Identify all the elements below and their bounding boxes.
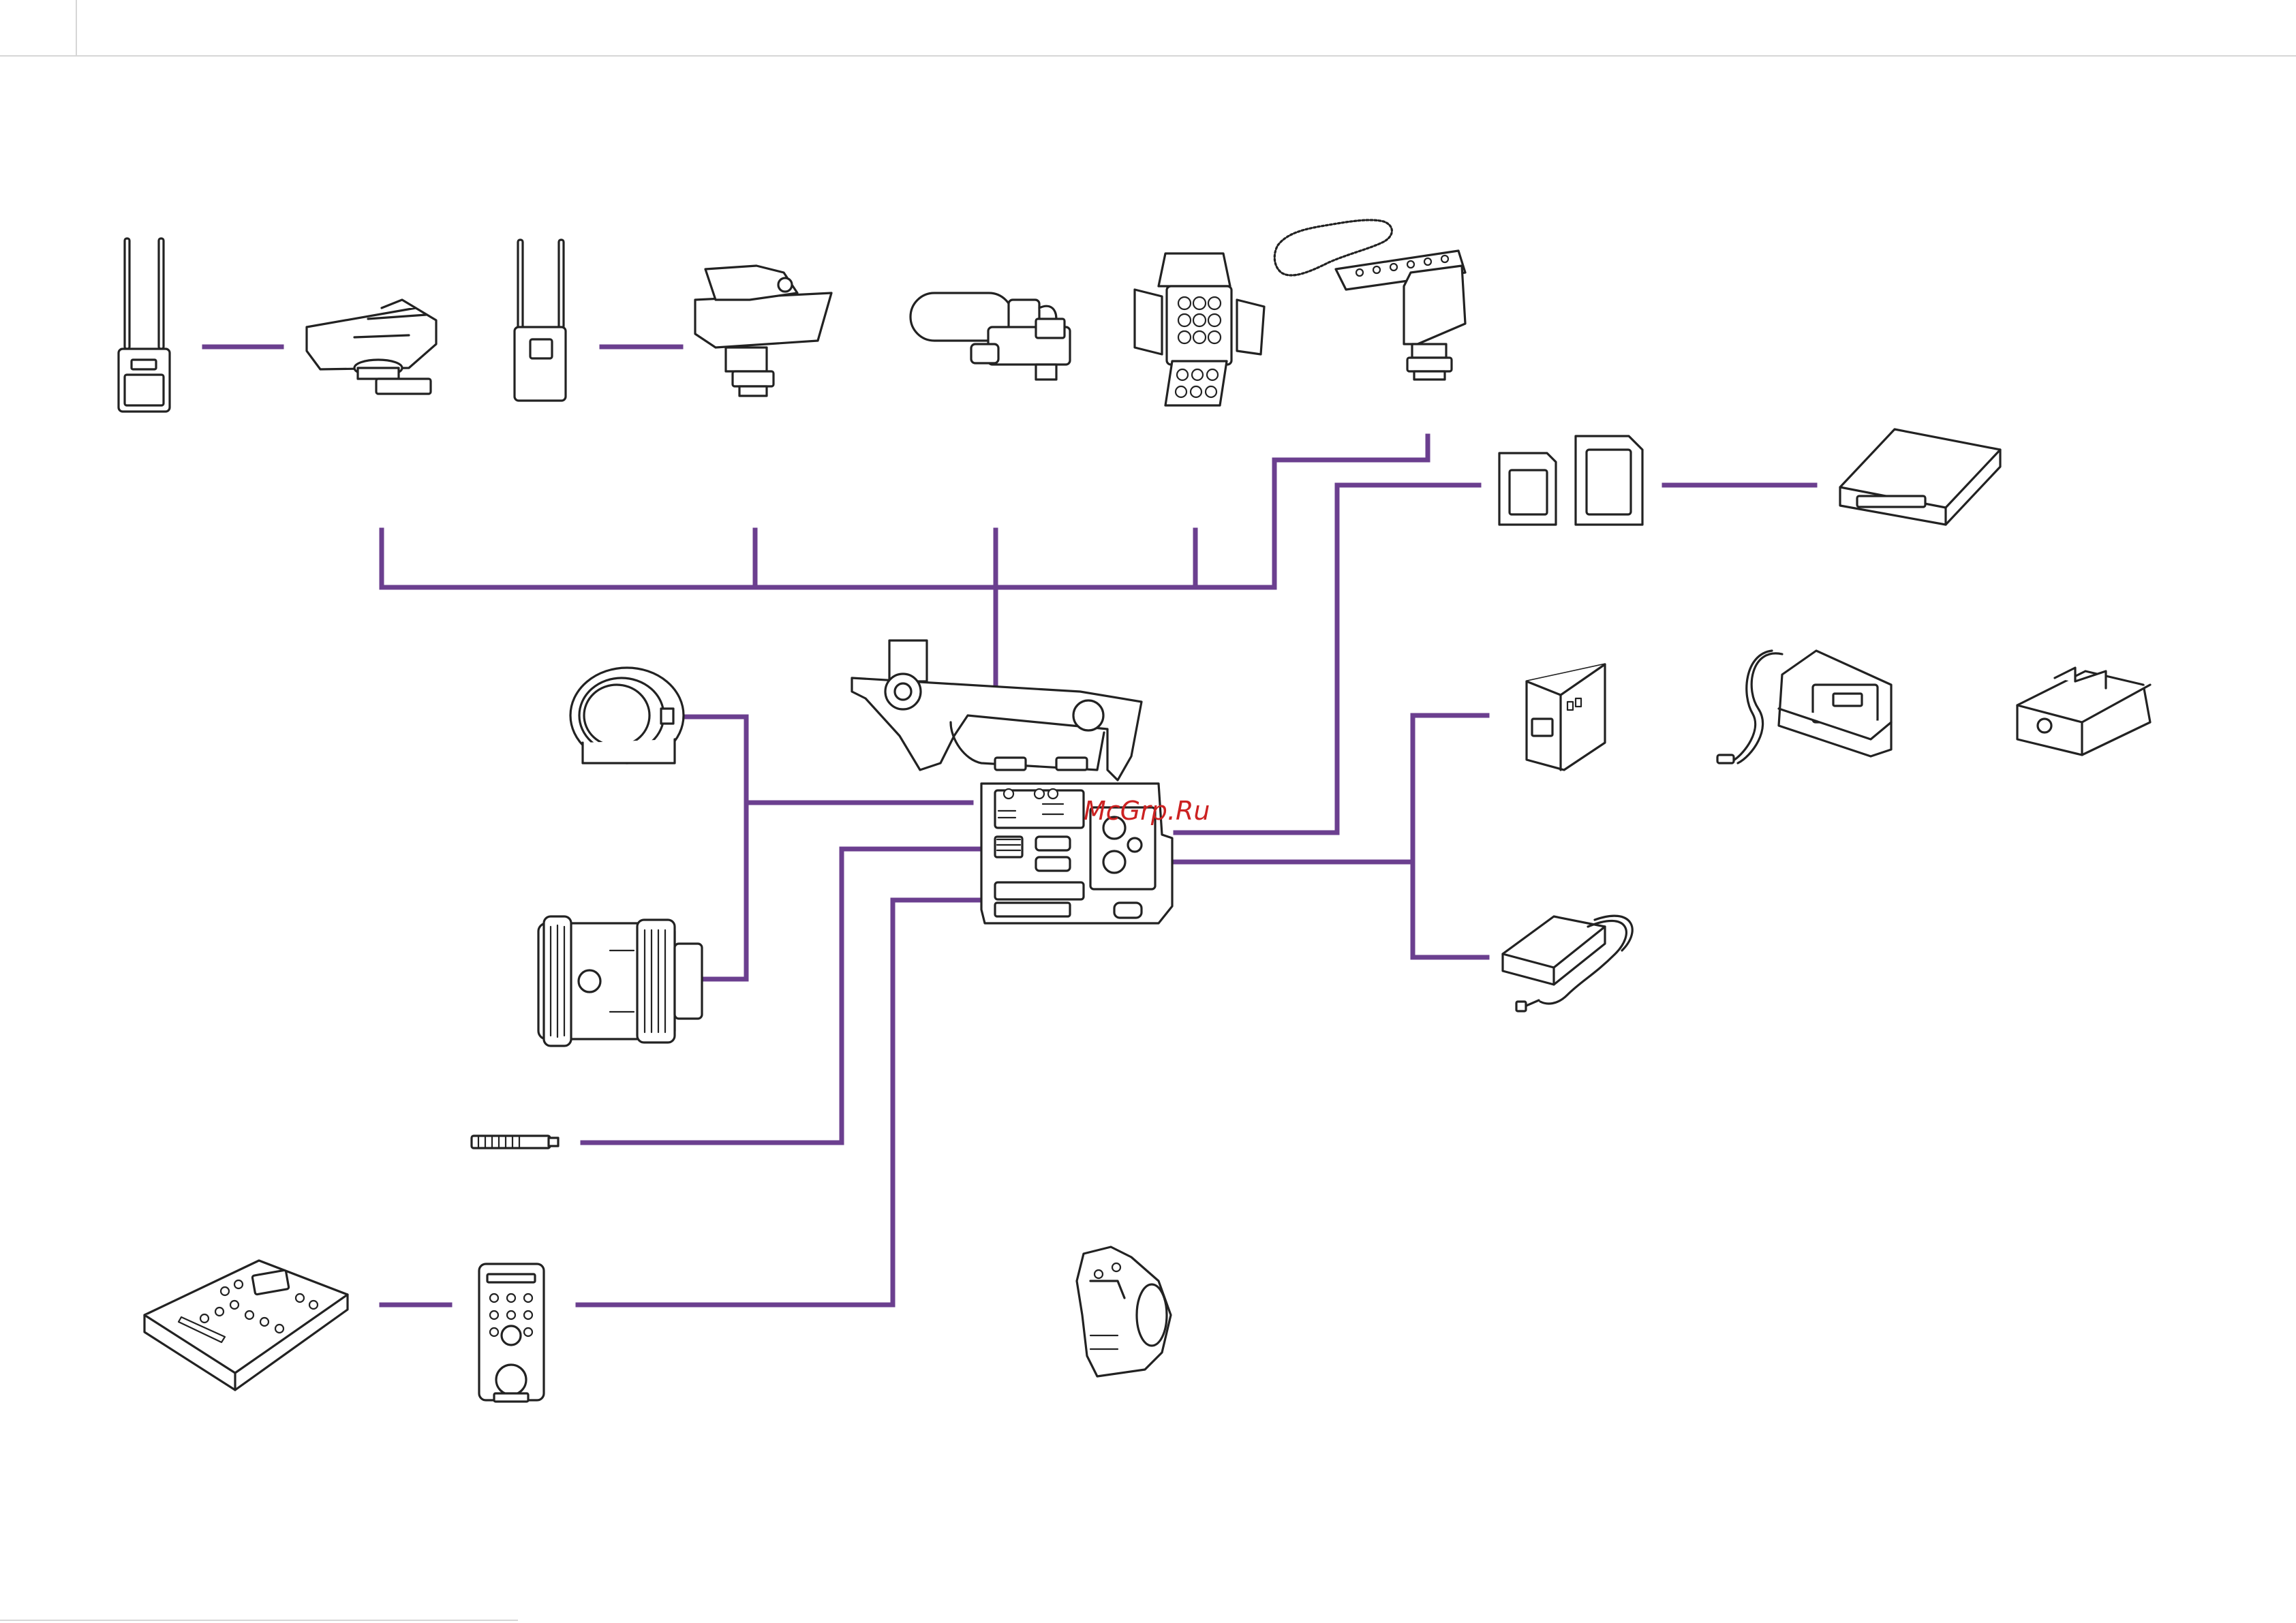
card-reader-icon <box>1840 429 2000 525</box>
mount-adaptor-icon <box>570 668 684 763</box>
stereo-microphone-icon <box>1274 220 1465 380</box>
charging-adaptor-icon <box>2017 668 2150 755</box>
shoe-adaptor-icon <box>695 266 831 396</box>
line-power-branch <box>1413 715 1487 957</box>
shoe-adaptor-icon <box>307 300 436 394</box>
grip-icon <box>1077 1247 1171 1376</box>
control-panel-icon <box>144 1261 348 1390</box>
charger-icon <box>1717 651 1891 763</box>
battery-icon <box>1527 664 1605 770</box>
line-lens-group <box>673 717 746 979</box>
wireless-transmitter-icon <box>515 240 566 401</box>
camera-icon <box>852 640 1172 923</box>
memory-card-icon <box>1499 436 1642 525</box>
video-light-icon <box>1135 253 1264 405</box>
ac-adaptor-icon <box>1503 916 1632 1011</box>
lens-icon <box>538 916 702 1046</box>
line-camera-to-cards <box>1176 485 1479 833</box>
remote-icon <box>479 1264 544 1402</box>
usb-stick-icon <box>472 1136 558 1148</box>
wireless-receiver-icon <box>119 238 170 412</box>
watermark-text: McGrp.Ru <box>1084 796 1210 826</box>
line-top-accessory-bus <box>382 436 1428 587</box>
shotgun-microphone-icon <box>910 293 1070 380</box>
